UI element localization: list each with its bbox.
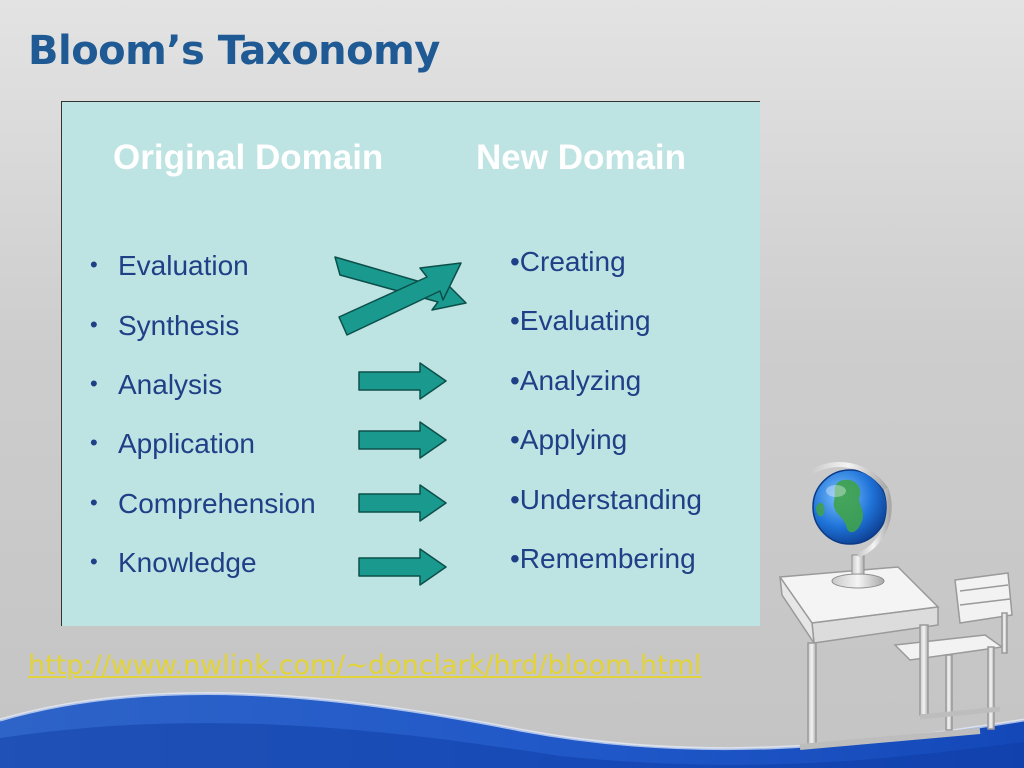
original-item: • Knowledge bbox=[90, 547, 257, 579]
taxonomy-panel: Original Domain New Domain • Evaluation •… bbox=[61, 101, 760, 626]
bullet-icon: • bbox=[90, 312, 98, 337]
bullet-icon: • bbox=[90, 549, 98, 574]
mapping-arrows bbox=[334, 256, 467, 586]
bullet-icon: • bbox=[90, 490, 98, 515]
new-item: •Applying bbox=[510, 424, 628, 455]
new-item: •Analyzing bbox=[510, 365, 642, 396]
school-desk-icon bbox=[778, 462, 1013, 750]
original-item-label: Application bbox=[118, 428, 255, 459]
original-item: • Synthesis bbox=[90, 310, 239, 342]
crossing-arrows-icon bbox=[334, 256, 467, 336]
original-item-label: Synthesis bbox=[118, 310, 240, 341]
original-item-label: Evaluation bbox=[118, 250, 249, 281]
synthesis-arrow bbox=[338, 262, 462, 336]
original-item: • Comprehension bbox=[90, 488, 316, 520]
new-item: •Understanding bbox=[510, 484, 702, 515]
original-item-label: Analysis bbox=[118, 369, 223, 400]
desk-icon bbox=[778, 566, 1001, 750]
globe-icon bbox=[808, 462, 892, 589]
new-item: •Creating bbox=[510, 246, 626, 277]
original-item-label: Knowledge bbox=[118, 547, 257, 578]
right-arrow-icon bbox=[358, 421, 447, 459]
new-domain-heading: New Domain bbox=[476, 138, 687, 177]
original-item: • Analysis bbox=[90, 369, 222, 401]
right-arrow-icon bbox=[358, 362, 447, 400]
bloom-reference-link[interactable]: http://www.nwlink.com/~donclark/hrd/bloo… bbox=[28, 650, 702, 681]
original-domain-heading: Original Domain bbox=[113, 138, 384, 177]
original-item-label: Comprehension bbox=[118, 488, 316, 519]
slide-title: Bloom’s Taxonomy bbox=[28, 28, 440, 74]
bullet-icon: • bbox=[90, 252, 98, 277]
original-item: • Application bbox=[90, 428, 255, 460]
new-item: •Remembering bbox=[510, 543, 696, 574]
bullet-icon: • bbox=[90, 430, 98, 455]
right-arrow-icon bbox=[358, 484, 447, 522]
new-item: •Evaluating bbox=[510, 305, 651, 336]
original-item: • Evaluation bbox=[90, 250, 249, 282]
bullet-icon: • bbox=[90, 371, 98, 396]
right-arrow-icon bbox=[358, 548, 447, 586]
